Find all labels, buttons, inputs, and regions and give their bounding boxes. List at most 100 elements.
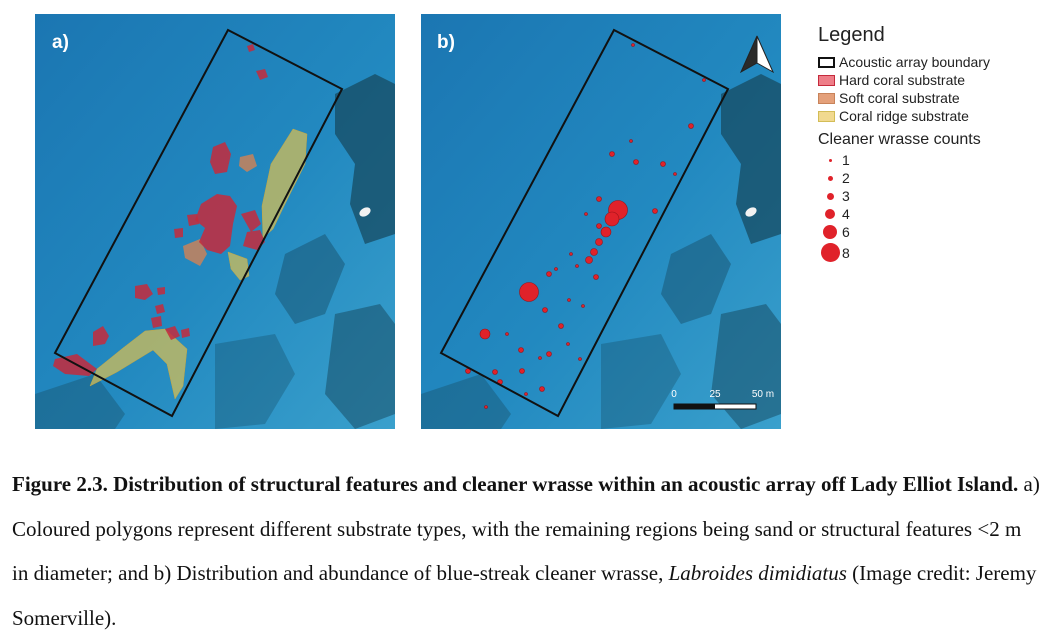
boat (745, 207, 757, 217)
wrasse-count-2 (546, 271, 552, 277)
north-arrow-icon (739, 35, 775, 74)
scale-label-25: 25 (709, 389, 721, 400)
legend-count-list: 1 2 3 4 6 8 (818, 151, 1048, 264)
legend-item-soft-coral: Soft coral substrate (818, 89, 1048, 107)
wrasse-count-1 (575, 264, 579, 268)
wrasse-count-2 (519, 368, 525, 374)
wrasse-count-1 (554, 267, 558, 271)
wrasse-count-1 (566, 342, 570, 346)
wrasse-count-1 (702, 78, 706, 82)
wrasse-count-2 (660, 161, 666, 167)
count-dot-cell (818, 158, 842, 162)
wrasse-dots (465, 43, 706, 409)
wrasse-count-1 (629, 139, 633, 143)
caption-species: Labroides dimidiatus (668, 561, 847, 586)
wrasse-count-1 (524, 392, 528, 396)
wrasse-count-2 (609, 151, 615, 157)
acoustic-array-boundary (53, 28, 344, 418)
count-dot (827, 175, 833, 181)
count-label: 1 (842, 152, 850, 168)
soft-coral-swatch (818, 92, 835, 104)
legend-count-1: 1 (818, 151, 1048, 169)
wrasse-count-2 (542, 307, 548, 313)
map-panel-b: 0 25 50 m b) (421, 14, 781, 429)
map-a-svg (35, 14, 395, 429)
wrasse-count-2 (596, 223, 602, 229)
legend-item-label: Coral ridge substrate (839, 108, 969, 124)
wrasse-count-2 (652, 208, 658, 214)
wrasse-count-2 (518, 347, 524, 353)
panel-label-a: a) (52, 32, 69, 53)
reef-texture (421, 74, 781, 429)
coral-ridge-swatch (818, 110, 835, 122)
wrasse-count-1 (569, 252, 573, 256)
count-label: 8 (842, 244, 850, 261)
wrasse-count-2 (633, 159, 639, 165)
count-dot (828, 158, 832, 162)
boat (359, 207, 371, 217)
legend-counts-title: Cleaner wrasse counts (818, 131, 981, 148)
count-dot-cell (818, 209, 842, 219)
wrasse-count-2 (596, 196, 602, 202)
count-dot-cell (818, 175, 842, 181)
panel-label-b: b) (437, 32, 455, 53)
scale-label-0: 0 (671, 389, 677, 400)
wrasse-count-6 (604, 211, 620, 227)
legend-count-3: 3 (818, 187, 1048, 205)
legend-title: Legend (818, 24, 885, 46)
count-dot (823, 225, 837, 239)
wrasse-count-2 (593, 274, 599, 280)
legend-count-4: 4 (818, 205, 1048, 223)
count-label: 6 (842, 224, 850, 240)
wrasse-count-3 (595, 238, 603, 246)
legend-item-label: Acoustic array boundary (839, 54, 990, 70)
legend-count-8: 8 (818, 241, 1048, 264)
wrasse-count-1 (581, 304, 585, 308)
map-panel-a: a) (35, 14, 395, 429)
boundary-swatch (818, 56, 835, 68)
legend-item-hard-coral: Hard coral substrate (818, 71, 1048, 89)
wrasse-count-1 (538, 356, 542, 360)
legend-item-coral-ridge: Coral ridge substrate (818, 107, 1048, 125)
wrasse-count-1 (673, 172, 677, 176)
wrasse-count-3 (585, 256, 593, 264)
wrasse-count-8 (519, 282, 539, 302)
soft-coral-polygons (183, 154, 257, 266)
legend-count-6: 6 (818, 223, 1048, 241)
map-b-svg: 0 25 50 m (421, 14, 781, 429)
wrasse-count-4 (600, 226, 612, 238)
legend-item-boundary: Acoustic array boundary (818, 53, 1048, 71)
reef-texture (35, 74, 395, 429)
hard-coral-polygons (53, 44, 268, 376)
wrasse-count-2 (539, 386, 545, 392)
count-dot (826, 192, 834, 200)
wrasse-count-2 (492, 369, 498, 375)
scale-label-50: 50 m (752, 389, 774, 400)
hard-coral-swatch (818, 74, 835, 86)
count-dot (820, 243, 840, 262)
wrasse-count-1 (631, 43, 635, 47)
count-dot-cell (818, 225, 842, 239)
caption-text-1: a) Coloured polygons represent different… (12, 472, 1040, 586)
count-dot (825, 209, 835, 219)
wrasse-count-2 (558, 323, 564, 329)
wrasse-count-2 (546, 351, 552, 357)
legend-item-label: Soft coral substrate (839, 90, 960, 106)
acoustic-array-boundary (439, 28, 730, 418)
wrasse-count-1 (584, 212, 588, 216)
figure-caption: Figure 2.3. Distribution of structural f… (12, 462, 1042, 640)
wrasse-count-1 (505, 332, 509, 336)
count-label: 3 (842, 188, 850, 204)
count-dot-cell (818, 192, 842, 200)
wrasse-count-3 (590, 248, 598, 256)
wrasse-count-1 (578, 357, 582, 361)
caption-text-2: (Image credit: Jeremy Somerville). (12, 561, 1037, 630)
coral-ridge-polygons (89, 128, 308, 400)
scale-bar: 0 25 50 m (671, 389, 774, 410)
count-label: 4 (842, 206, 850, 222)
wrasse-count-4 (479, 328, 491, 340)
wrasse-count-2 (688, 123, 694, 129)
count-label: 2 (842, 170, 850, 186)
legend-count-2: 2 (818, 169, 1048, 187)
map-legend: Legend Acoustic array boundary Hard cora… (818, 24, 1048, 264)
